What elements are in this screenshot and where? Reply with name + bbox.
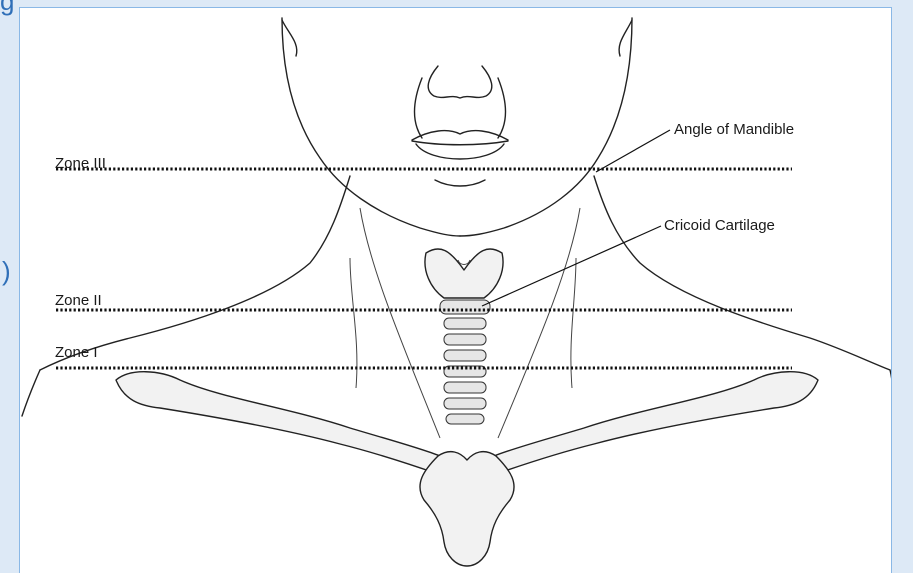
lip-line [412, 141, 508, 145]
nasolabial-right [498, 78, 506, 138]
tracheal-ring [444, 382, 486, 393]
tracheal-ring [444, 334, 486, 345]
upper-lip [412, 131, 508, 140]
neck-left-side [40, 176, 350, 370]
zone-3-label: Zone III [55, 155, 106, 172]
right-jaw-outline [460, 18, 632, 236]
zone-1-label: Zone I [55, 344, 98, 361]
scm-left [360, 208, 440, 438]
thyroid-cartilage [425, 249, 503, 298]
scm-right [498, 208, 580, 438]
left-clavicle [116, 372, 440, 474]
edge-glyph-top: g [0, 0, 14, 14]
nose [428, 66, 492, 98]
nasolabial-left [415, 78, 423, 138]
neck-zones-figure: Zone III Zone II Zone I Angle of Mandibl… [19, 7, 892, 573]
cricoid-cartilage [440, 300, 490, 314]
edge-glyph-middle: ) [2, 258, 11, 284]
cricoid-leader-line [482, 226, 661, 306]
lower-lip [416, 144, 504, 159]
tracheal-ring [444, 350, 486, 361]
left-jaw-outline [282, 18, 460, 236]
tracheal-ring [444, 398, 486, 409]
tracheal-ring [446, 414, 484, 424]
zone-2-label: Zone II [55, 292, 102, 309]
neck-anatomy-illustration [20, 8, 892, 573]
right-shoulder [890, 370, 892, 398]
chin-crease [435, 180, 485, 186]
angle-of-mandible-label: Angle of Mandible [674, 121, 794, 138]
tracheal-ring [444, 318, 486, 329]
mandible-leader-line [596, 130, 670, 172]
left-ear [282, 20, 297, 56]
right-clavicle [494, 372, 818, 474]
neck-right-side [594, 176, 890, 370]
cricoid-cartilage-label: Cricoid Cartilage [664, 217, 775, 234]
manubrium [420, 452, 514, 566]
left-shoulder [22, 370, 40, 416]
